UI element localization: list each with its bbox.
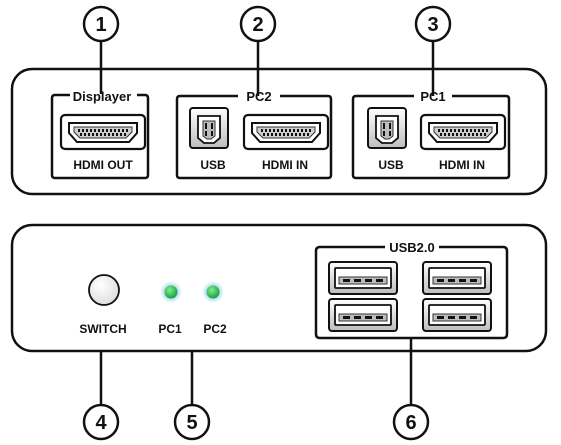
displayer-title: Displayer — [73, 89, 132, 104]
callout-5: 5 — [173, 403, 211, 441]
pc2-rear-group: PC2 USB HDMI IN — [175, 89, 333, 180]
pc1-led-indicator — [160, 281, 182, 303]
usb-hub-title: USB2.0 — [389, 240, 435, 255]
callout-3-number: 3 — [427, 14, 438, 36]
pc1-hdmi-in-port-icon — [419, 113, 507, 151]
pc2-usb-b-port-icon — [189, 107, 229, 149]
front-panel: SWITCH PC1 PC2 USB2.0 — [10, 223, 548, 353]
callout-2: 2 — [239, 5, 277, 43]
callout-3: 3 — [414, 5, 452, 43]
usb-a-port-icon — [422, 298, 492, 332]
pc1-usb-b-port-icon — [367, 107, 407, 149]
callouts — [99, 42, 435, 404]
displayer-group: Displayer HDMI OUT — [50, 89, 150, 180]
callout-4: 4 — [82, 403, 120, 441]
callout-4-number: 4 — [95, 412, 107, 434]
callout-1: 1 — [82, 5, 120, 43]
rear-panel: Displayer HDMI OUT PC2 USB HDMI IN PC1 U… — [10, 67, 548, 196]
pc1-led-label: PC1 — [158, 322, 182, 336]
pc1-rear-group: PC1 USB HDMI IN — [351, 89, 511, 180]
pc2-rear-title: PC2 — [246, 89, 271, 104]
pc2-led-label: PC2 — [203, 322, 227, 336]
callout-1-number: 1 — [95, 14, 106, 36]
callout-2-number: 2 — [252, 14, 263, 36]
usb-a-port-icon — [328, 261, 398, 295]
pc2-led-indicator — [202, 281, 224, 303]
callout-6-number: 6 — [405, 412, 416, 434]
hdmi-out-port-icon — [59, 113, 147, 151]
pc1-usb-label: USB — [378, 158, 404, 172]
switch-label: SWITCH — [79, 322, 126, 336]
pc1-hdmi-in-label: HDMI IN — [439, 158, 485, 172]
callout-6: 6 — [392, 403, 430, 441]
switch-button[interactable] — [88, 274, 120, 306]
usb-a-port-icon — [422, 261, 492, 295]
pc2-hdmi-in-label: HDMI IN — [262, 158, 308, 172]
pc2-usb-label: USB — [200, 158, 226, 172]
pc2-hdmi-in-port-icon — [242, 113, 330, 151]
usb-a-port-icon — [328, 298, 398, 332]
hdmi-out-label: HDMI OUT — [73, 158, 133, 172]
callout-5-number: 5 — [186, 412, 197, 434]
pc1-rear-title: PC1 — [420, 89, 445, 104]
